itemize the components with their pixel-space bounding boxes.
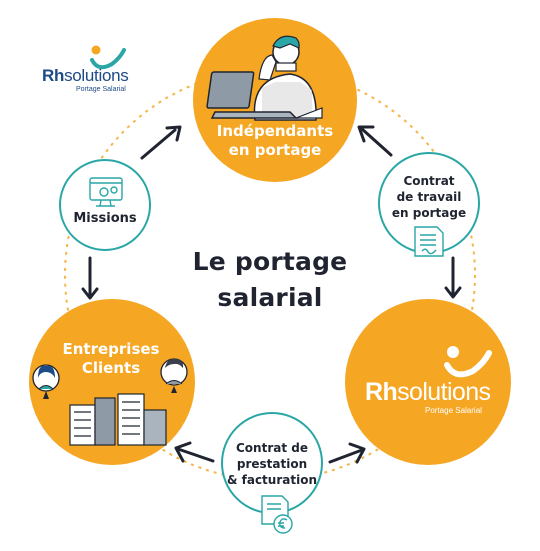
arrowhead-5 (174, 441, 192, 463)
logo-large-tagline: Portage Salarial (425, 406, 482, 415)
logo-large-brand: Rhsolutions (365, 378, 491, 406)
entreprises-label: Entreprises Clients (50, 340, 172, 378)
arrowhead-6 (81, 287, 99, 300)
missions-label: Missions (73, 211, 137, 226)
businessman-avatar-icon (160, 358, 188, 393)
arrow-prestation-to-rh (328, 448, 364, 464)
arrowhead-3 (444, 286, 462, 299)
arrowhead-1 (165, 125, 182, 142)
arrow-prestation-to-entreprises (176, 447, 215, 463)
contrat-prestation-line-3: & facturation (226, 473, 317, 487)
rh-swoosh-large-icon (444, 346, 492, 378)
contrat-prestation-label: Contrat de prestation & facturation (222, 440, 322, 488)
title-line-1: Le portage (192, 247, 348, 276)
entreprises-line-2: Clients (81, 359, 141, 377)
arrow-missions-to-independants (140, 128, 177, 160)
contrat-travail-line-2: de travail (396, 190, 462, 204)
entreprises-line-1: Entreprises (62, 340, 160, 358)
independants-label: Indépendants en portage (200, 122, 350, 160)
contrat-travail-line-1: Contrat (403, 174, 455, 188)
arrowhead-2 (357, 125, 375, 143)
businesswoman-avatar-icon (32, 364, 60, 399)
contrat-prestation-line-1: Contrat de (236, 441, 308, 455)
independants-line-2: en portage (228, 141, 322, 159)
arrow-independants-to-contrat (360, 127, 393, 157)
laptop-person-icon (206, 35, 323, 121)
contrat-travail-line-3: en portage (391, 206, 467, 220)
logo-small-brand: Rhsolutions (42, 66, 129, 85)
buildings-icon (69, 393, 167, 446)
diagram-title: Le portage salarial (160, 244, 380, 316)
rh-swoosh-icon (90, 45, 126, 70)
settings-monitor-icon (89, 177, 123, 207)
contract-document-icon (414, 226, 444, 257)
missions-circle (59, 159, 151, 251)
contrat-travail-label: Contrat de travail en portage (384, 173, 474, 221)
invoice-euro-icon (261, 495, 293, 534)
independants-line-1: Indépendants (216, 122, 334, 140)
rhsolutions-circle (345, 299, 511, 465)
rhsolutions-logo-large: Rhsolutions Portage Salarial (365, 378, 495, 415)
contrat-prestation-line-2: prestation (236, 457, 308, 471)
arrowhead-4 (348, 442, 366, 464)
title-line-2: salarial (217, 283, 323, 312)
rhsolutions-logo-small: Rhsolutions Portage Salarial (40, 40, 140, 100)
logo-small-tagline: Portage Salarial (76, 86, 126, 93)
